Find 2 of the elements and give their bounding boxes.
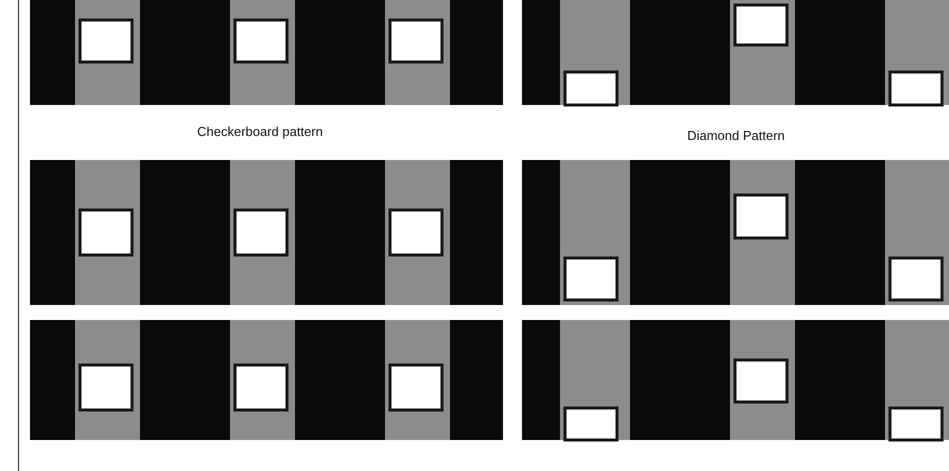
pattern-caption: Diamond Pattern [687,128,785,143]
pattern-caption: Checkerboard pattern [197,124,323,139]
